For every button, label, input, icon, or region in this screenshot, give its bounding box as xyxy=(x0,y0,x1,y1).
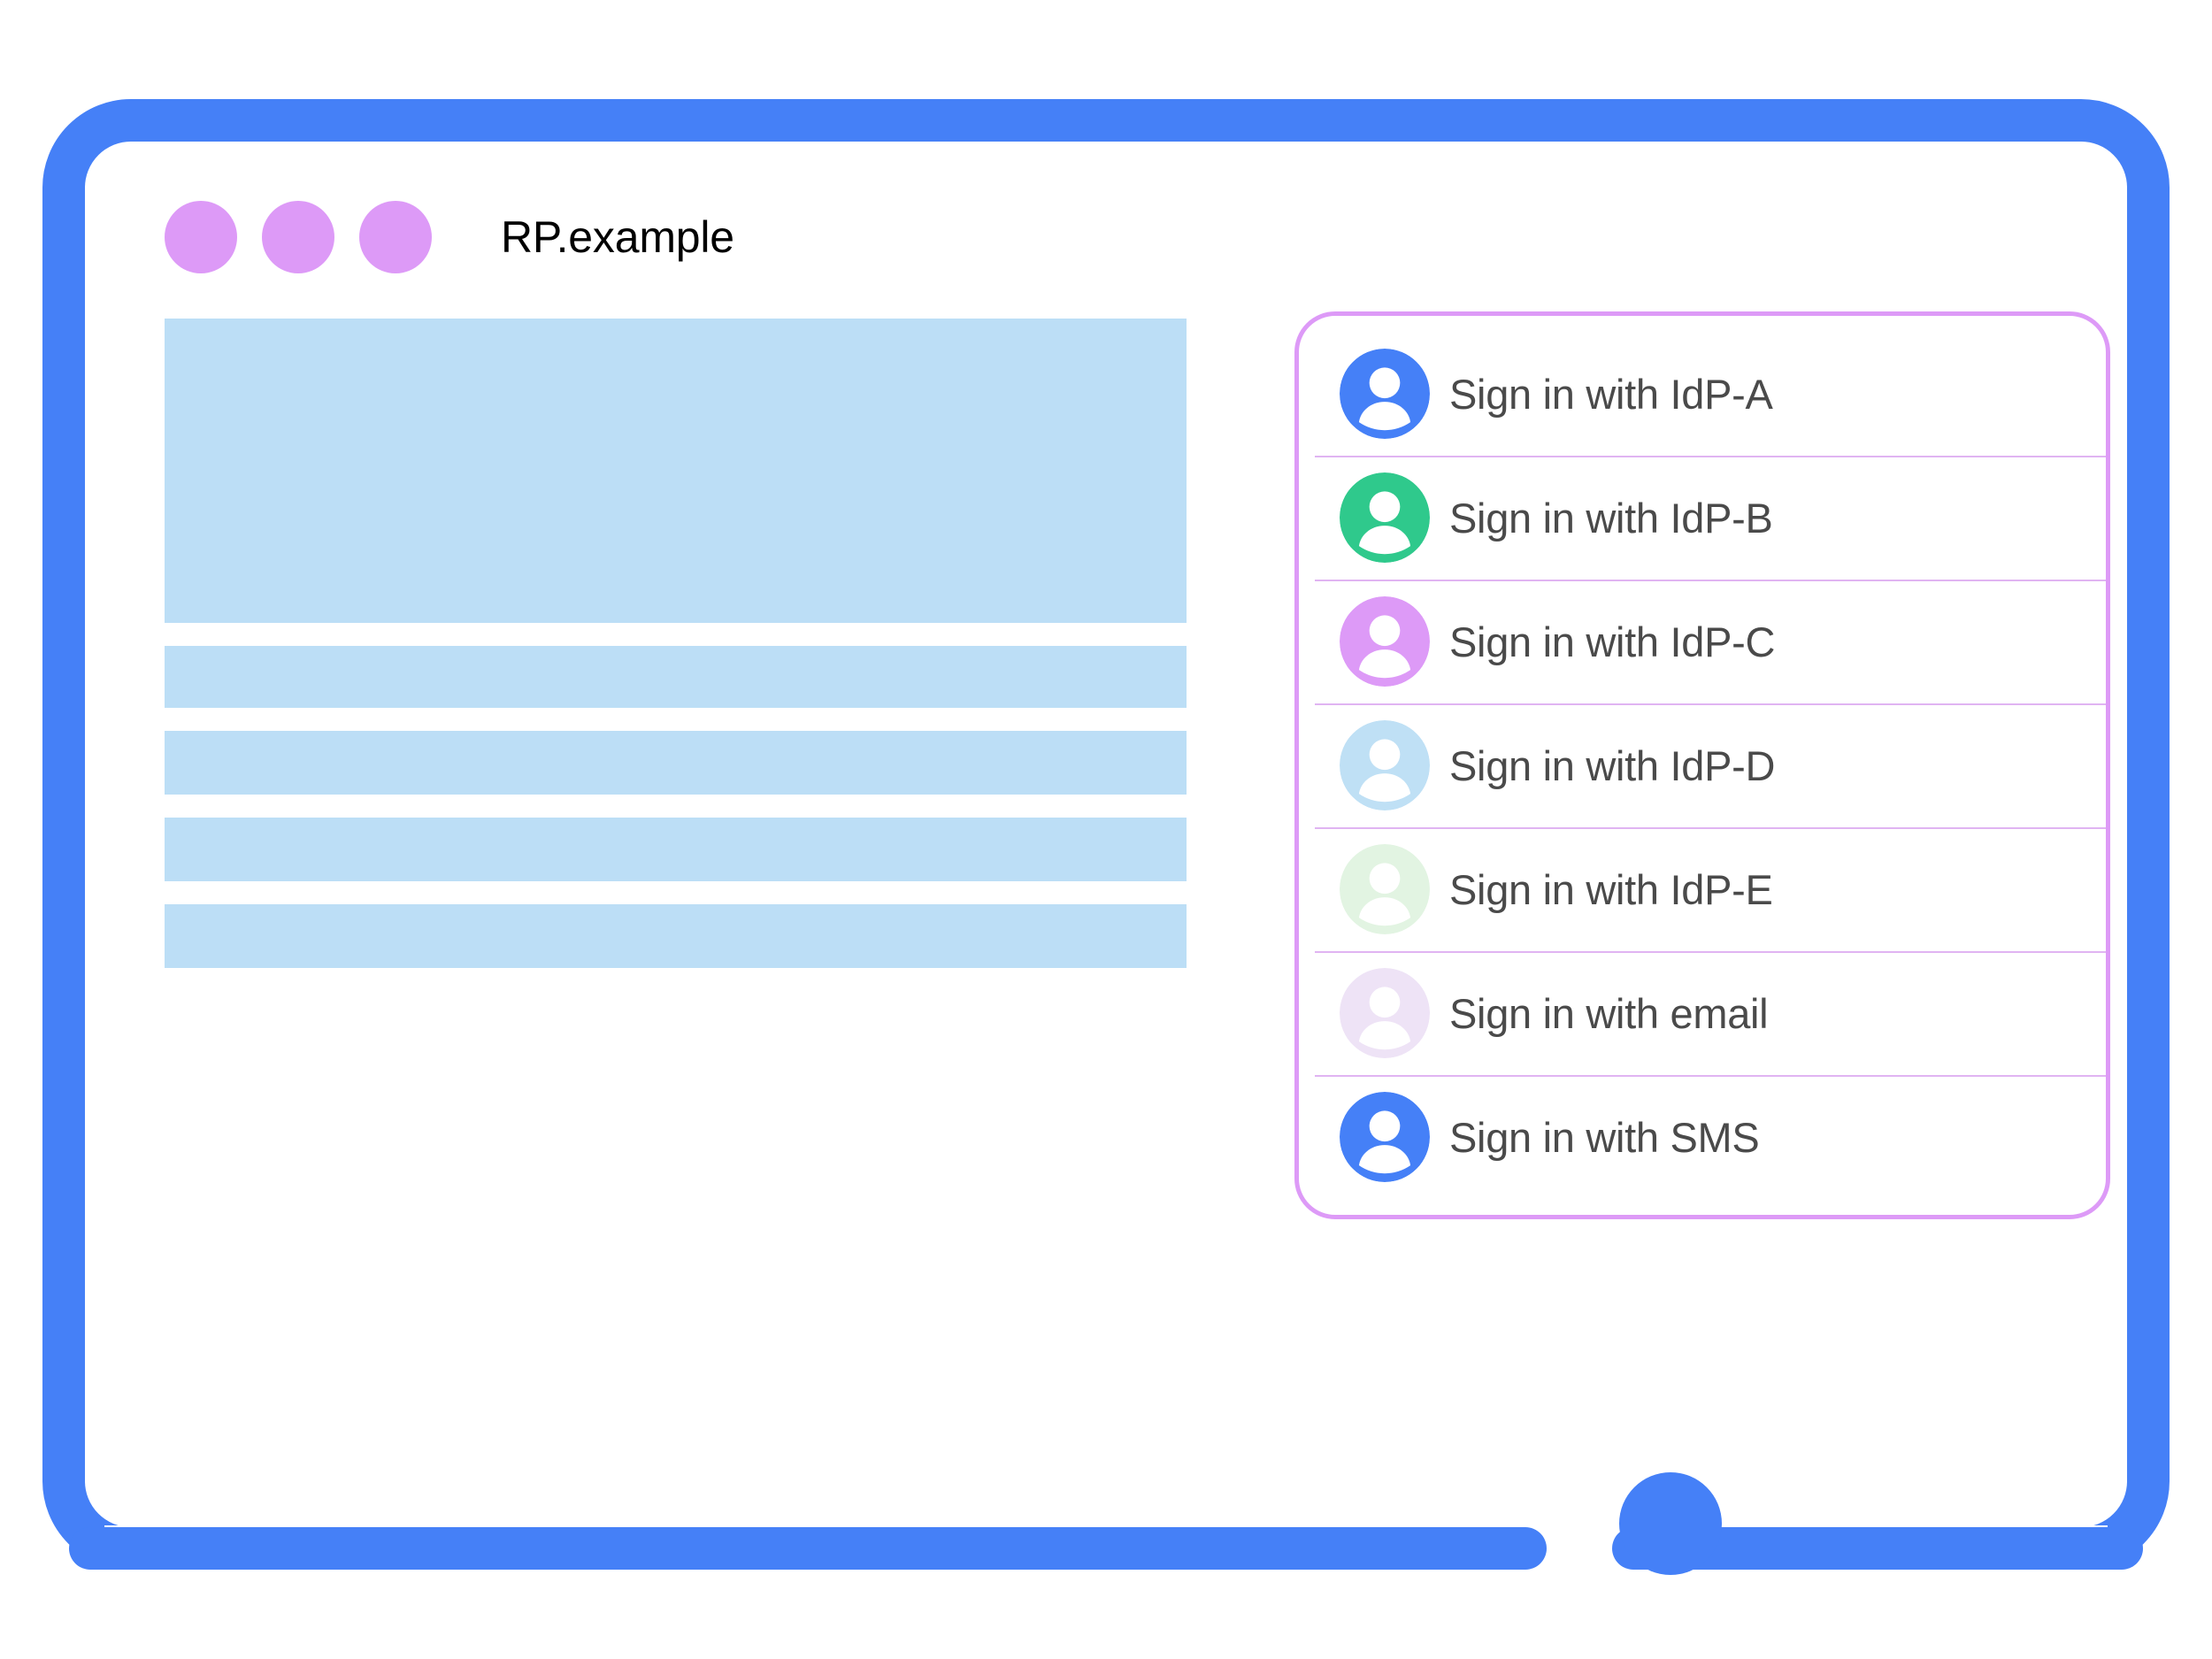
account-avatar-icon xyxy=(1340,596,1430,687)
account-avatar-icon xyxy=(1340,968,1430,1058)
account-row-idp-d[interactable]: Sign in with IdP-D xyxy=(1299,703,2106,827)
account-label: Sign in with IdP-E xyxy=(1449,865,1773,913)
text-line-placeholder xyxy=(165,731,1187,795)
window-control-dots xyxy=(165,201,432,273)
text-line-placeholder xyxy=(165,646,1187,708)
account-row-sms[interactable]: Sign in with SMS xyxy=(1299,1075,2106,1199)
window-dot-close-icon[interactable] xyxy=(165,201,237,273)
text-line-placeholder xyxy=(165,818,1187,881)
account-avatar-icon xyxy=(1340,720,1430,810)
window-dot-minimize-icon[interactable] xyxy=(262,201,334,273)
account-label: Sign in with IdP-A xyxy=(1449,370,1773,418)
window-dot-maximize-icon[interactable] xyxy=(359,201,432,273)
hero-placeholder xyxy=(165,319,1187,623)
text-line-placeholder xyxy=(165,904,1187,968)
account-avatar-icon xyxy=(1340,844,1430,934)
account-avatar-icon xyxy=(1340,1092,1430,1182)
account-row-idp-a[interactable]: Sign in with IdP-A xyxy=(1299,332,2106,456)
account-label: Sign in with SMS xyxy=(1449,1113,1760,1161)
bottom-bezel-left-segment xyxy=(69,1527,1547,1570)
account-row-email[interactable]: Sign in with email xyxy=(1299,951,2106,1075)
account-label: Sign in with IdP-C xyxy=(1449,618,1776,665)
account-label: Sign in with IdP-B xyxy=(1449,494,1773,541)
account-row-idp-b[interactable]: Sign in with IdP-B xyxy=(1299,456,2106,580)
home-button[interactable] xyxy=(1619,1472,1722,1575)
page-title: RP.example xyxy=(501,212,734,262)
tablet-device-frame: RP.example xyxy=(42,99,2170,1575)
page-content-placeholders xyxy=(165,319,1187,991)
account-avatar-icon xyxy=(1340,349,1430,439)
account-label: Sign in with IdP-D xyxy=(1449,741,1776,789)
browser-titlebar: RP.example xyxy=(165,184,734,290)
account-row-idp-c[interactable]: Sign in with IdP-C xyxy=(1299,580,2106,703)
account-row-idp-e[interactable]: Sign in with IdP-E xyxy=(1299,827,2106,951)
account-label: Sign in with email xyxy=(1449,989,1769,1037)
account-chooser-panel: Sign in with IdP-A Sign in with IdP-B xyxy=(1294,311,2110,1219)
account-avatar-icon xyxy=(1340,472,1430,563)
device-screen: RP.example xyxy=(85,142,2127,1527)
